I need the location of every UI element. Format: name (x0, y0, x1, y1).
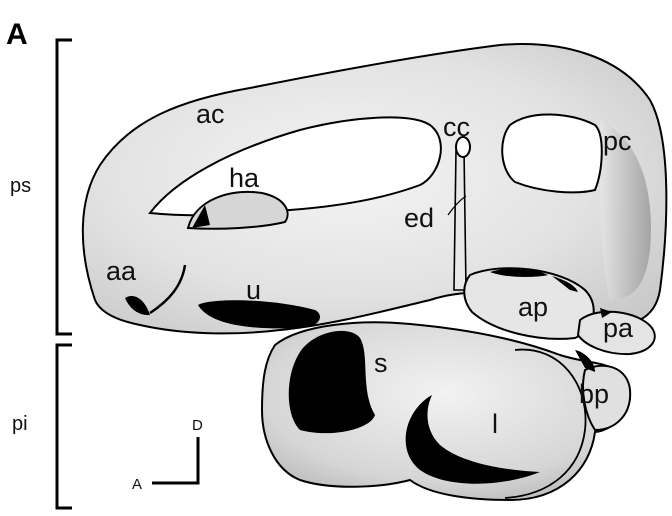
label-ac: ac (196, 99, 225, 129)
axis-anterior-label: A (132, 476, 142, 493)
label-l: l (492, 409, 498, 439)
label-pa: pa (603, 313, 634, 343)
label-ed: ed (404, 203, 434, 233)
label-ap: ap (518, 292, 548, 322)
pars-superior-bracket (57, 40, 72, 334)
label-aa: aa (106, 256, 137, 286)
pars-inferior-bracket (57, 345, 72, 508)
label-cc: cc (443, 112, 470, 142)
panel-letter: A (6, 18, 28, 51)
axis-dorsal-label: D (192, 417, 203, 434)
pars-inferior-label: pi (12, 413, 28, 435)
endolymphatic-duct (454, 150, 466, 290)
label-s: s (374, 348, 388, 378)
orientation-axes (152, 437, 198, 483)
label-ha: ha (229, 163, 260, 193)
label-bp: bp (579, 379, 609, 409)
posterior-canal-lumen (502, 114, 602, 192)
label-u: u (246, 275, 261, 305)
pars-superior-label: ps (10, 175, 31, 197)
label-pc: pc (603, 126, 632, 156)
